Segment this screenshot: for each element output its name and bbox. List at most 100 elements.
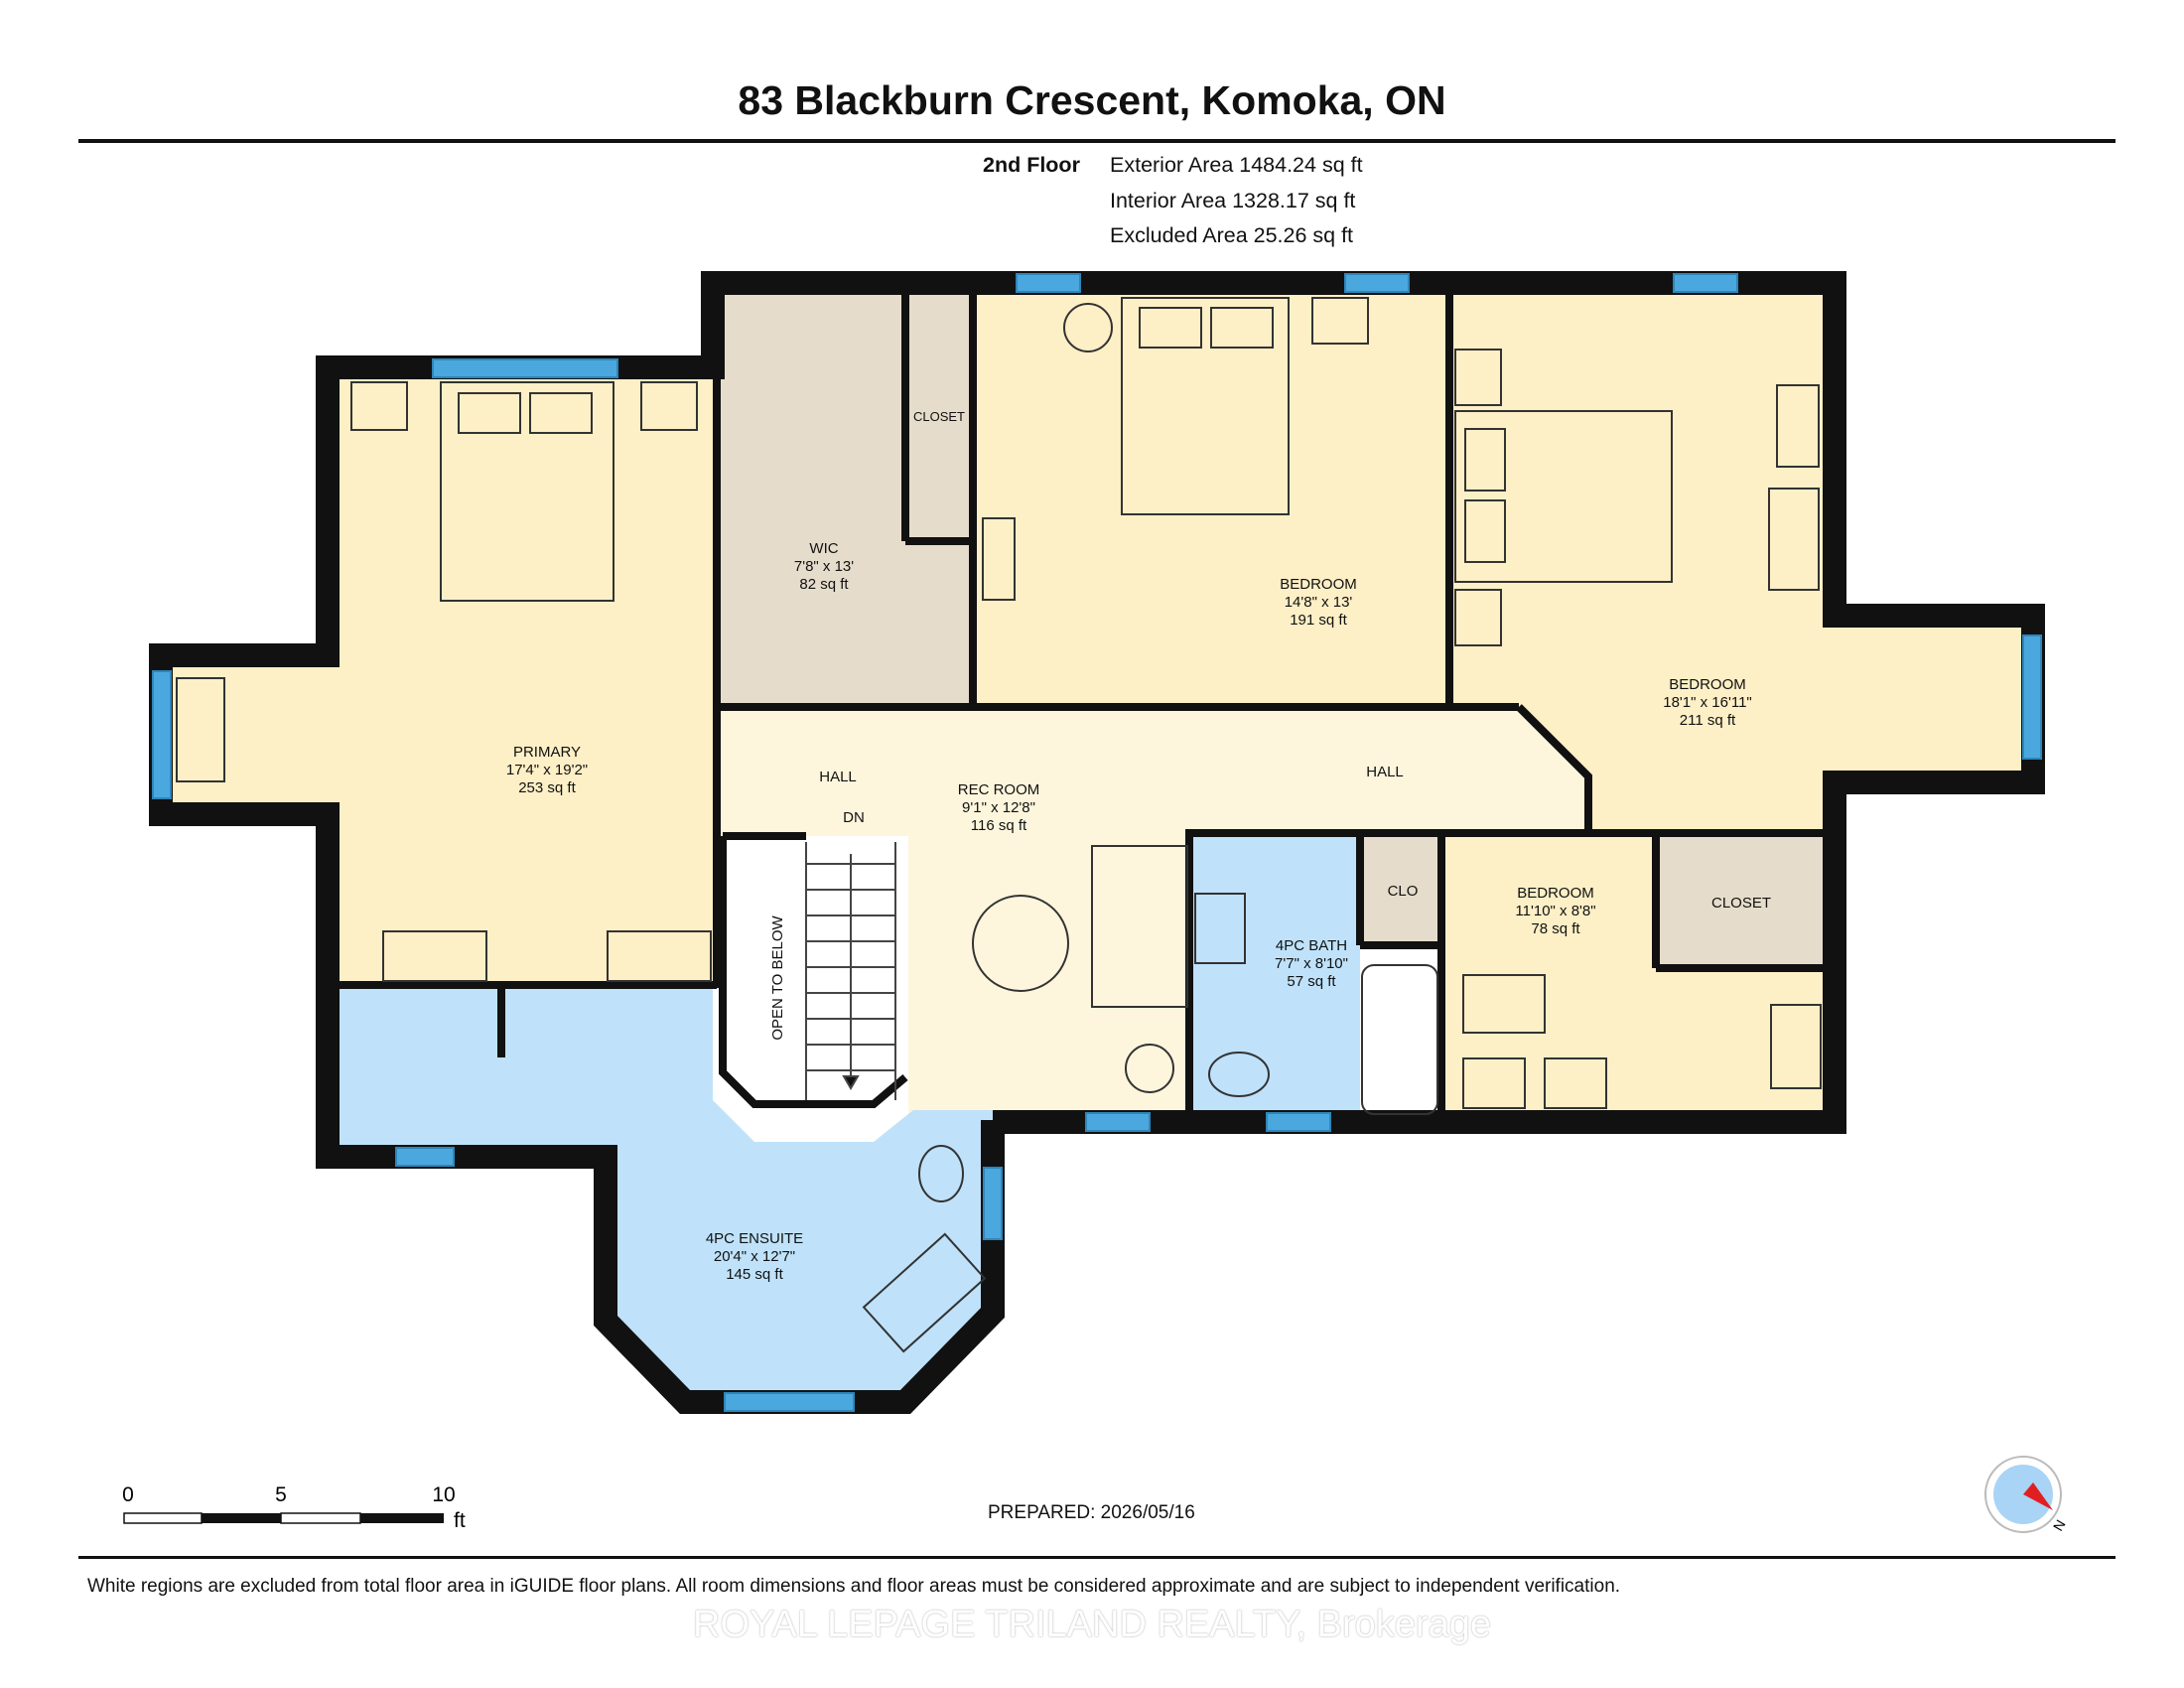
compass-icon: N — [1984, 1456, 2069, 1534]
primary-area: 253 sq ft — [518, 779, 576, 796]
bath-name: 4PC BATH — [1276, 937, 1347, 954]
center-bed — [1121, 297, 1290, 515]
window — [395, 1147, 455, 1167]
clo-fill — [1360, 836, 1444, 945]
scale-segment — [123, 1512, 203, 1524]
center-chair — [1063, 303, 1113, 352]
window — [1016, 273, 1081, 293]
stairs-dn-label: DN — [843, 809, 865, 826]
room-labels: WIC 7'8" x 13' 82 sq ft CLOSET BEDROOM 1… — [506, 409, 1771, 1283]
scale-tick-10: 10 — [432, 1483, 455, 1506]
open-to-below-label: OPEN TO BELOW — [769, 915, 786, 1041]
ensuite-fill — [338, 983, 993, 1400]
window — [152, 670, 172, 799]
window — [1085, 1112, 1151, 1132]
rec-table — [972, 895, 1069, 992]
floor-label: 2nd Floor — [983, 153, 1080, 177]
bedroom-small-name: BEDROOM — [1517, 885, 1594, 902]
stair-arrow-head — [842, 1075, 860, 1090]
wall-outer-top — [701, 271, 2045, 1134]
rec-room-area: 116 sq ft — [971, 817, 1027, 834]
watermark: ROYAL LEPAGE TRILAND REALTY, Brokerage — [693, 1604, 1491, 1645]
closet-right-fill — [1656, 836, 1823, 965]
ensuite-area: 145 sq ft — [726, 1266, 783, 1283]
window — [1266, 1112, 1331, 1132]
bedroom-center-dims: 14'8" x 13' — [1285, 594, 1353, 611]
exterior-area: Exterior Area 1484.24 sq ft — [1110, 153, 1363, 177]
scale-segment — [202, 1513, 281, 1523]
page-title: 83 Blackburn Crescent, Komoka, ON — [738, 77, 1446, 123]
ensuite-name: 4PC ENSUITE — [706, 1230, 803, 1247]
scale-segment — [360, 1513, 444, 1523]
window — [983, 1167, 1003, 1240]
small-bed-desk — [1462, 1057, 1526, 1109]
primary-dresser — [607, 930, 712, 982]
hall-fill — [713, 707, 1588, 1117]
hall-left-name: HALL — [819, 769, 857, 785]
compass-north-label: N — [2050, 1517, 2069, 1534]
primary-dims: 17'4" x 19'2" — [506, 762, 588, 778]
bedroom-right-name: BEDROOM — [1669, 676, 1746, 693]
scale-bar: 0 5 10 ft — [123, 1483, 466, 1532]
wall-hall-diag — [1516, 704, 1592, 829]
right-dresser — [1768, 488, 1820, 591]
small-bed-desk — [1544, 1057, 1607, 1109]
bedroom-small-area: 78 sq ft — [1531, 920, 1580, 937]
bedroom-center-fill — [973, 286, 1449, 707]
bath-area: 57 sq ft — [1287, 973, 1336, 990]
primary-dresser — [176, 677, 225, 782]
wic-name: WIC — [809, 540, 838, 557]
hall-right-name: HALL — [1366, 764, 1404, 780]
scale-tick-0: 0 — [123, 1483, 134, 1506]
small-bed-desk — [1462, 974, 1546, 1034]
bedroom-right-dims: 18'1" x 16'11" — [1663, 694, 1752, 711]
window — [2022, 634, 2042, 760]
right-nightstand — [1454, 589, 1502, 646]
bedroom-center-name: BEDROOM — [1280, 576, 1357, 593]
wall-open-below — [719, 836, 908, 1108]
ensuite-toilet — [918, 1145, 964, 1202]
walls — [149, 271, 2045, 1414]
window — [1673, 273, 1738, 293]
small-bed-dresser — [1770, 1004, 1822, 1089]
right-pillow — [1464, 428, 1506, 492]
closet-right-name: CLOSET — [1711, 895, 1771, 912]
stairs — [805, 842, 896, 1100]
rec-room-name: REC ROOM — [958, 781, 1040, 798]
stairs-fill — [806, 842, 898, 1100]
windows — [152, 273, 2042, 1412]
closet-small-fill — [905, 286, 973, 534]
primary-bed — [440, 381, 614, 602]
wic-dims: 7'8" x 13' — [794, 558, 854, 575]
primary-room-fill — [164, 369, 713, 983]
window — [432, 358, 618, 378]
scale-unit: ft — [454, 1509, 466, 1532]
header-rule — [78, 139, 2116, 143]
interior-walls — [336, 293, 1827, 1120]
clo-name: CLO — [1388, 883, 1419, 900]
primary-pillow — [529, 392, 593, 434]
prepared-date: PREPARED: 2026/05/16 — [988, 1502, 1195, 1523]
bath-vanity — [1194, 893, 1246, 964]
wic-area: 82 sq ft — [799, 576, 849, 593]
center-pillow — [1210, 307, 1274, 349]
right-nightstand — [1454, 349, 1502, 406]
excluded-area: Excluded Area 25.26 sq ft — [1110, 223, 1354, 247]
ensuite-dims: 20'4" x 12'7" — [714, 1248, 795, 1265]
open-to-below-fill — [723, 836, 804, 1100]
bath-dims: 7'7" x 8'10" — [1275, 955, 1348, 972]
compass-needle — [2023, 1482, 2053, 1510]
scale-segment — [280, 1512, 361, 1524]
center-desk — [982, 517, 1016, 601]
furniture — [176, 297, 1822, 1353]
primary-nightstand — [640, 381, 698, 431]
bedroom-right-area: 211 sq ft — [1680, 712, 1736, 729]
ensuite-vanity — [862, 1232, 987, 1353]
right-dresser — [1776, 384, 1820, 468]
bath-tub — [1361, 964, 1438, 1115]
closet-small-name: CLOSET — [913, 409, 965, 424]
bedroom-small-dims: 11'10" x 8'8" — [1515, 903, 1595, 919]
primary-dresser — [382, 930, 487, 982]
interior-area: Interior Area 1328.17 sq ft — [1110, 189, 1356, 212]
